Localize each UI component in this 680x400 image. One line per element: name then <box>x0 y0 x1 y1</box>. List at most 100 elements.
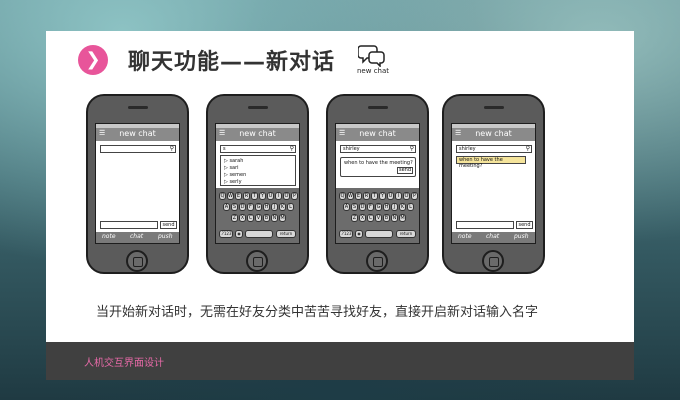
key-q[interactable]: Q <box>339 192 346 200</box>
recipient-search-input[interactable]: shirley ⚲ <box>340 145 416 153</box>
key-c[interactable]: C <box>367 214 374 222</box>
key-123[interactable]: .?123 <box>219 230 233 238</box>
key-v[interactable]: V <box>375 214 382 222</box>
key-p[interactable]: P <box>411 192 418 200</box>
key-n[interactable]: N <box>391 214 398 222</box>
key-w[interactable]: W <box>227 192 234 200</box>
key-t[interactable]: T <box>371 192 378 200</box>
key-x[interactable]: X <box>239 214 246 222</box>
key-r[interactable]: R <box>363 192 370 200</box>
key-x[interactable]: X <box>359 214 366 222</box>
menu-icon[interactable]: ☰ <box>339 129 346 137</box>
tab-note[interactable]: note <box>458 233 472 240</box>
key-o[interactable]: O <box>283 192 290 200</box>
menu-icon[interactable]: ☰ <box>99 129 106 137</box>
key-b[interactable]: B <box>263 214 270 222</box>
contact-item[interactable]: ▷ semen <box>224 172 247 178</box>
tab-push[interactable]: push <box>514 233 529 240</box>
message-input[interactable] <box>456 221 514 229</box>
key-g[interactable]: G <box>375 203 382 211</box>
phone-screen: ☰ new chat ⚲ send note chat push <box>95 123 180 244</box>
key-u[interactable]: U <box>267 192 274 200</box>
tab-chat[interactable]: chat <box>130 233 144 240</box>
key-globe[interactable]: ◉ <box>235 230 243 238</box>
tab-chat[interactable]: chat <box>486 233 500 240</box>
key-f[interactable]: F <box>247 203 254 211</box>
send-button[interactable]: send <box>397 167 413 174</box>
home-button[interactable] <box>246 250 268 272</box>
contact-item[interactable]: ▷ sari <box>224 165 239 171</box>
key-r[interactable]: R <box>243 192 250 200</box>
tab-note[interactable]: note <box>102 233 116 240</box>
key-y[interactable]: Y <box>259 192 266 200</box>
home-button[interactable] <box>482 250 504 272</box>
key-p[interactable]: P <box>291 192 298 200</box>
message-compose-box[interactable]: when to have the meeting? send <box>340 157 416 177</box>
icon-caption: new chat <box>357 67 390 75</box>
key-n[interactable]: N <box>271 214 278 222</box>
key-t[interactable]: T <box>251 192 258 200</box>
key-a[interactable]: A <box>343 203 350 211</box>
key-123[interactable]: .?123 <box>339 230 353 238</box>
key-u[interactable]: U <box>387 192 394 200</box>
key-return[interactable]: return <box>276 230 296 238</box>
key-space[interactable] <box>245 230 273 238</box>
recipient-search-input[interactable]: ⚲ <box>100 145 176 153</box>
key-v[interactable]: V <box>255 214 262 222</box>
recipient-search-input[interactable]: shirley ⚲ <box>456 145 532 153</box>
search-icon: ⚲ <box>289 145 294 152</box>
tab-push[interactable]: push <box>158 233 173 240</box>
key-o[interactable]: O <box>403 192 410 200</box>
key-a[interactable]: A <box>223 203 230 211</box>
key-space[interactable] <box>365 230 393 238</box>
key-h[interactable]: H <box>383 203 390 211</box>
key-d[interactable]: D <box>239 203 246 211</box>
key-return[interactable]: return <box>396 230 416 238</box>
key-q[interactable]: Q <box>219 192 226 200</box>
status-bar <box>96 124 179 128</box>
key-e[interactable]: E <box>355 192 362 200</box>
title-bullet: ❯ <box>78 45 108 75</box>
key-k[interactable]: K <box>279 203 286 211</box>
key-s[interactable]: S <box>231 203 238 211</box>
status-bar <box>336 124 419 128</box>
key-i[interactable]: I <box>395 192 402 200</box>
contact-item[interactable]: ▷ serly <box>224 179 242 185</box>
key-c[interactable]: C <box>247 214 254 222</box>
key-y[interactable]: Y <box>379 192 386 200</box>
contact-item[interactable]: ▷ sarah <box>224 158 244 164</box>
key-z[interactable]: Z <box>351 214 358 222</box>
key-l[interactable]: L <box>407 203 414 211</box>
speaker <box>128 106 148 109</box>
key-h[interactable]: H <box>263 203 270 211</box>
home-button[interactable] <box>366 250 388 272</box>
key-b[interactable]: B <box>383 214 390 222</box>
home-button[interactable] <box>126 250 148 272</box>
key-s[interactable]: S <box>351 203 358 211</box>
phone-mockup-contact-list: ☰ new chat s ⚲ ▷ sarah ▷ sari ▷ semen ▷ … <box>206 94 309 274</box>
key-j[interactable]: J <box>271 203 278 211</box>
key-m[interactable]: M <box>399 214 406 222</box>
key-globe[interactable]: ◉ <box>355 230 363 238</box>
send-button[interactable]: send <box>516 221 533 229</box>
key-j[interactable]: J <box>391 203 398 211</box>
key-g[interactable]: G <box>255 203 262 211</box>
nav-bar: ☰ new chat <box>452 128 535 141</box>
key-k[interactable]: K <box>399 203 406 211</box>
key-i[interactable]: I <box>275 192 282 200</box>
footer-bar: 人机交互界面设计 <box>46 342 634 380</box>
key-d[interactable]: D <box>359 203 366 211</box>
key-e[interactable]: E <box>235 192 242 200</box>
recipient-search-input[interactable]: s ⚲ <box>220 145 296 153</box>
send-button[interactable]: send <box>160 221 177 229</box>
key-w[interactable]: W <box>347 192 354 200</box>
key-m[interactable]: M <box>279 214 286 222</box>
phone-screen: ☰ new chat s ⚲ ▷ sarah ▷ sari ▷ semen ▷ … <box>215 123 300 244</box>
key-f[interactable]: F <box>367 203 374 211</box>
key-l[interactable]: L <box>287 203 294 211</box>
message-input[interactable] <box>100 221 158 229</box>
key-z[interactable]: Z <box>231 214 238 222</box>
status-bar <box>452 124 535 128</box>
menu-icon[interactable]: ☰ <box>219 129 226 137</box>
menu-icon[interactable]: ☰ <box>455 129 462 137</box>
